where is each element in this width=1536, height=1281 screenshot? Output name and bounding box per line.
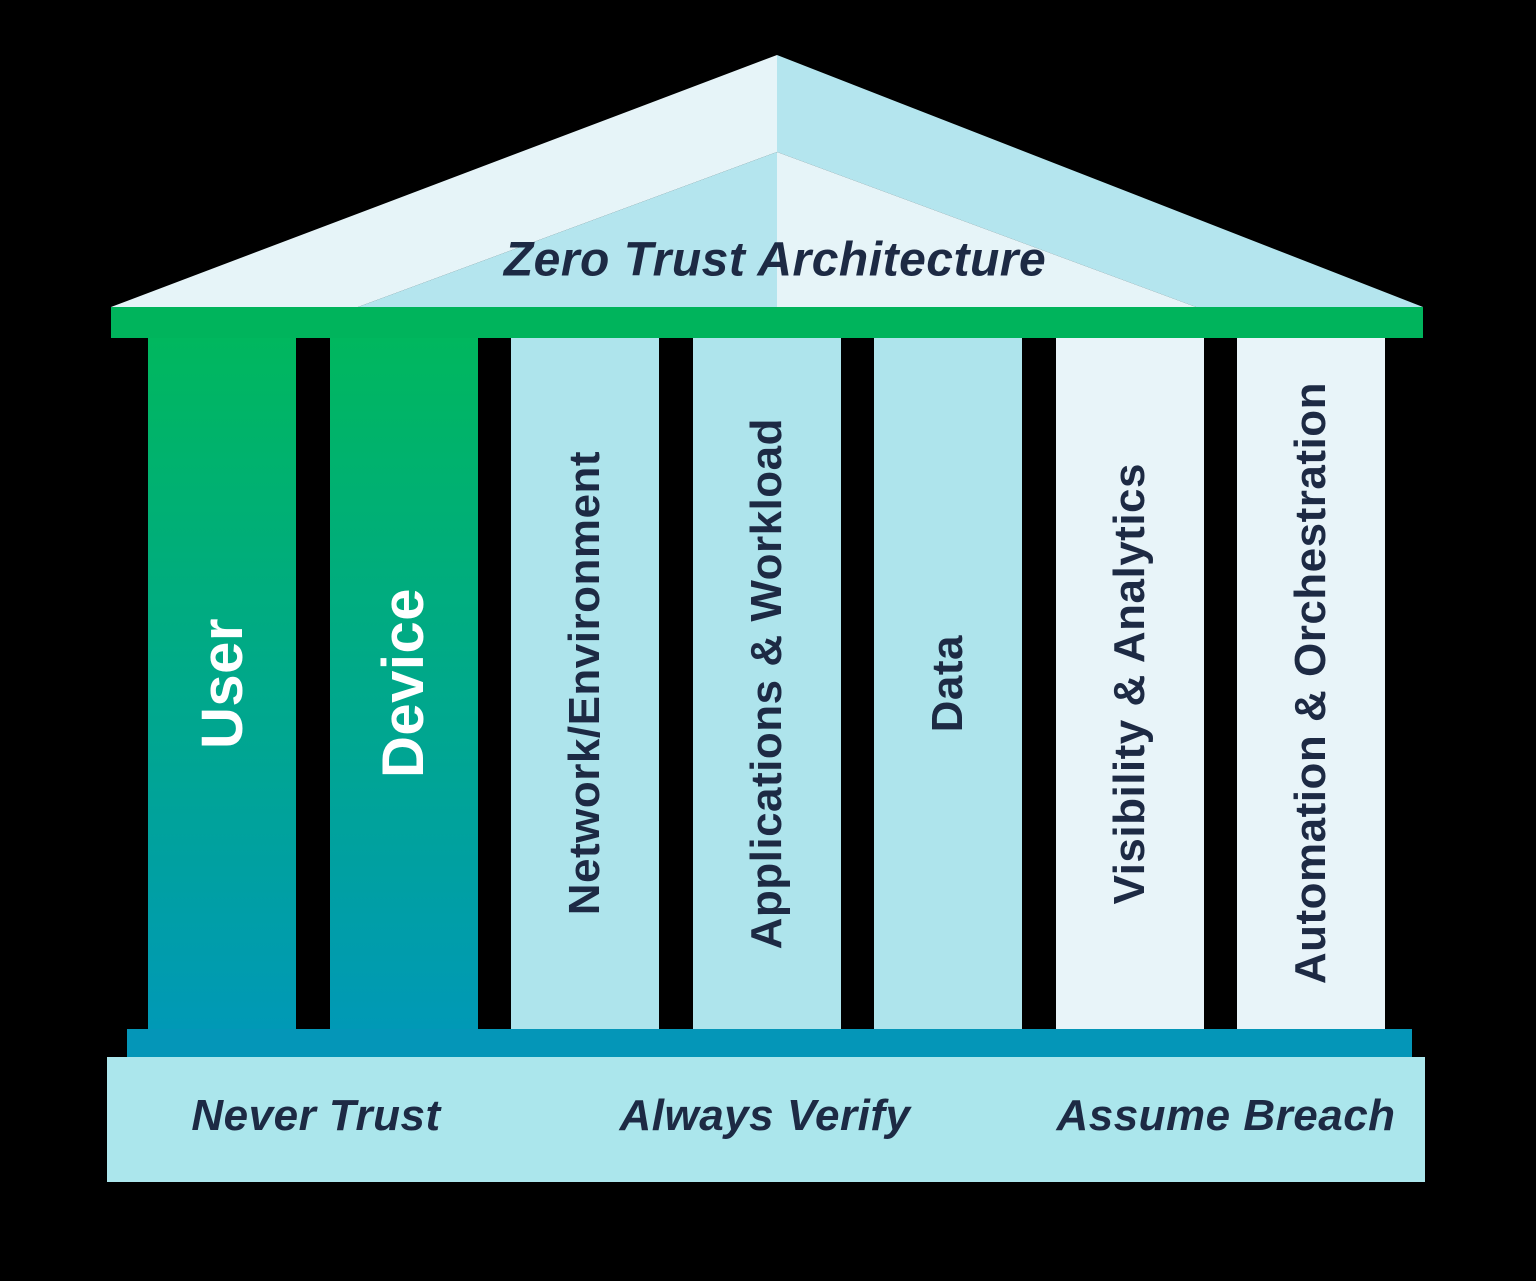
pillar-automation-orchestration: Automation & Orchestration [1237,338,1385,1029]
pillar-visibility-analytics-label: Visibility & Analytics [1104,462,1154,905]
principle-assume-breach: Assume Breach [1056,1091,1396,1140]
pillar-device-label: Device [371,588,436,779]
pillar-applications-workload: Applications & Workload [692,338,841,1029]
diagram-title: Zero Trust Architecture [503,233,1047,287]
roof-outer-right-face [777,55,1423,307]
roof-inner-left-face [358,152,777,307]
foundation-base [107,1057,1425,1182]
principle-always-verify: Always Verify [619,1091,911,1140]
pillar-visibility-analytics: Visibility & Analytics [1055,338,1204,1029]
roof-outer-left-face [111,55,777,307]
pillar-network-environment-label: Network/Environment [560,451,609,916]
stylobate-beam [127,1029,1412,1057]
pillar-applications-workload-label: Applications & Workload [741,417,791,950]
roof-inner-right-face [777,152,1196,307]
pillar-user-label: User [189,618,255,749]
pillar-user: User [148,338,296,1029]
principle-never-trust: Never Trust [191,1091,441,1140]
pillar-data-label: Data [923,634,972,733]
pillar-network-environment: Network/Environment [511,338,659,1029]
pillars-row: User Device Network/Environment Applicat… [148,338,1385,1029]
pillar-data: Data [874,338,1022,1029]
pillar-device: Device [329,338,478,1029]
pillar-automation-orchestration-label: Automation & Orchestration [1286,382,1335,985]
entablature-beam [111,307,1423,338]
